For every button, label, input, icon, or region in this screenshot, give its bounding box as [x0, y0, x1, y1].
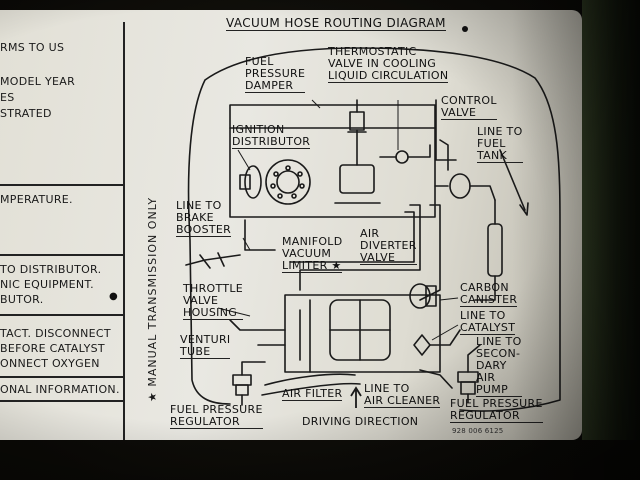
column-divider — [123, 22, 125, 440]
label-line-to-catalyst: LINE TO CATALYST — [460, 309, 516, 335]
label-fuel-pressure-regulator-left: FUEL PRESSURE REGULATOR — [170, 403, 263, 429]
left-text-line: BEFORE CATALYST — [0, 342, 105, 355]
vehicle-panel-edge — [582, 0, 640, 440]
label-line-to-fuel-tank: LINE TO FUEL TANK — [477, 125, 523, 163]
bullet-dot: ● — [109, 291, 118, 302]
left-divider — [0, 400, 123, 402]
label-air-filter: AIR FILTER — [282, 387, 343, 401]
vacuum-hose-label: RMS TO US MODEL YEAR ES STRATED MPERATUR… — [0, 10, 582, 440]
left-text-line: BUTOR. — [0, 293, 44, 306]
left-divider — [0, 184, 123, 186]
left-divider — [0, 376, 123, 378]
label-line-to-brake-booster: LINE TO BRAKE BOOSTER — [176, 199, 232, 237]
left-text-line: TO DISTRIBUTOR. — [0, 263, 102, 276]
label-carbon-canister: CARBON CANISTER — [460, 281, 518, 307]
left-text-line: ONNECT OXYGEN — [0, 357, 100, 370]
label-manifold-vacuum-limiter: MANIFOLD VACUUM LIMITER ★ — [282, 235, 343, 273]
label-fuel-pressure-damper: FUEL PRESSURE DAMPER — [245, 55, 306, 93]
left-divider — [0, 254, 123, 256]
left-text-line: NIC EQUIPMENT. — [0, 278, 94, 291]
diagram-title: VACUUM HOSE ROUTING DIAGRAM — [226, 16, 446, 31]
label-ignition-distributor: IGNITION DISTRIBUTOR — [232, 123, 311, 149]
left-text-line: STRATED — [0, 107, 52, 120]
part-number: 928 006 6125 — [452, 427, 504, 435]
left-text-line: MODEL YEAR — [0, 75, 76, 88]
label-driving-direction: DRIVING DIRECTION — [302, 415, 419, 428]
left-text-line: ONAL INFORMATION. — [0, 383, 120, 396]
left-divider — [0, 314, 123, 316]
left-text-line: ES — [0, 91, 15, 104]
label-air-diverter-valve: AIR DIVERTER VALVE — [360, 227, 417, 265]
left-text-line: TACT. DISCONNECT — [0, 327, 111, 340]
corner-dot — [462, 26, 468, 32]
label-line-to-air-cleaner: LINE TO AIR CLEANER — [364, 382, 441, 408]
label-fuel-pressure-regulator-right: FUEL PRESSURE REGULATOR — [450, 397, 543, 423]
label-line-to-secondary-air-pump: LINE TO SECON- DARY AIR PUMP — [476, 335, 522, 397]
label-throttle-valve-housing: THROTTLE VALVE HOUSING — [183, 282, 244, 320]
left-text-line: MPERATURE. — [0, 193, 73, 206]
label-thermostatic-valve: THERMOSTATIC VALVE IN COOLING LIQUID CIR… — [328, 45, 449, 83]
left-text-line: RMS TO US — [0, 41, 65, 54]
label-control-valve: CONTROL VALVE — [441, 94, 497, 120]
label-venturi-tube: VENTURI TUBE — [180, 333, 231, 359]
